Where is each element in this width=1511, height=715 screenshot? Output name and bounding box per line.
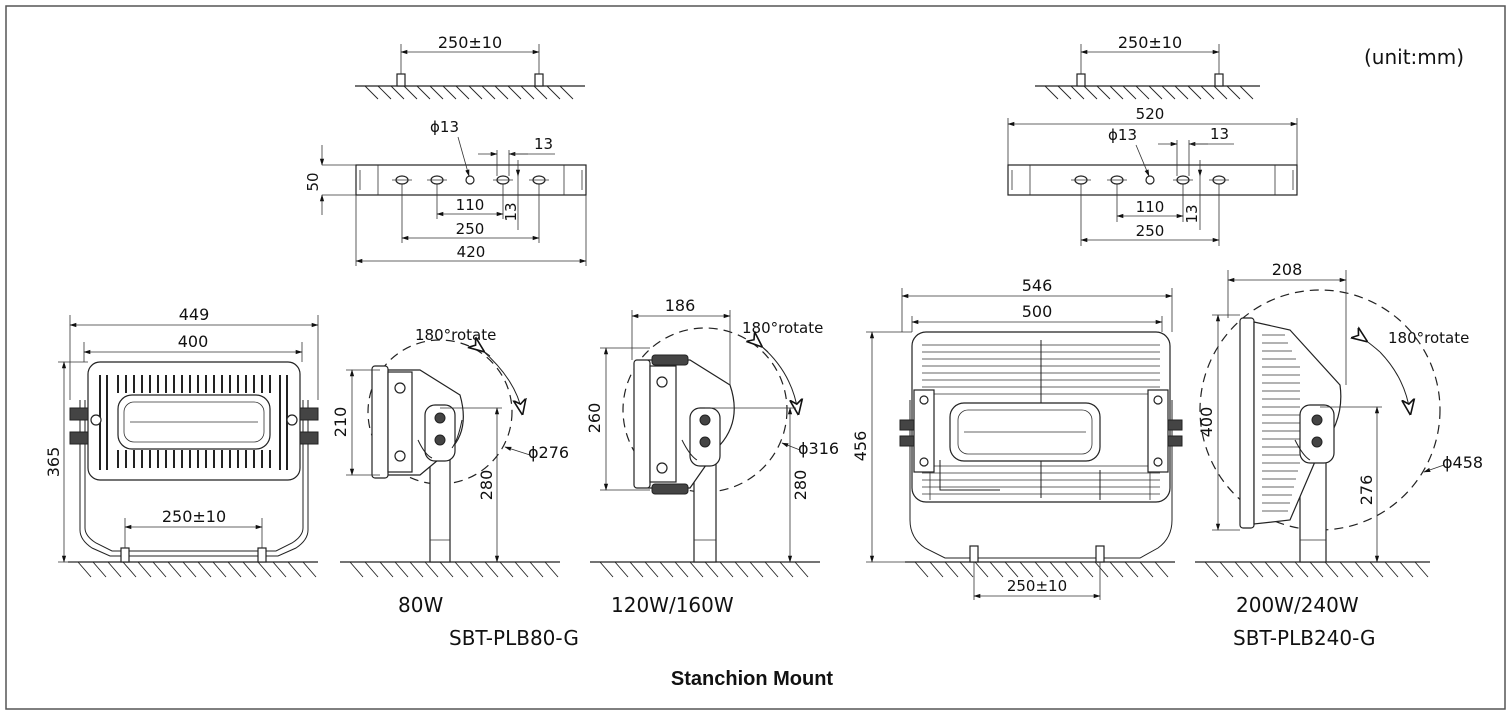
dim-546: 546 xyxy=(1022,276,1053,295)
heatsink-fins-side xyxy=(1262,334,1300,512)
dim-110: 110 xyxy=(456,196,485,214)
side-view-120w: 186 180°rotate 260 280 ϕ316 xyxy=(585,296,839,578)
u-bracket xyxy=(909,400,1173,559)
rotate-label: 180°rotate xyxy=(415,326,496,344)
rotate-arrow-icon xyxy=(481,349,522,412)
dim-diameter: ϕ458 xyxy=(1442,453,1483,472)
dim-bolt-spacing: 250±10 xyxy=(1118,33,1182,52)
dim-250: 250 xyxy=(1136,222,1165,240)
dim-280: 280 xyxy=(791,470,810,501)
drawing-frame xyxy=(5,5,1506,710)
bracket-large-view: 250±10 520 ϕ13 13 13 xyxy=(1007,33,1298,246)
rotate-label: 180°rotate xyxy=(1388,329,1469,347)
dim-slot-vertical: 13 xyxy=(502,202,520,221)
front-view-240w: 546 500 456 250±10 xyxy=(851,276,1183,600)
dim-body: 400 xyxy=(178,332,209,351)
dim-186: 186 xyxy=(665,296,696,315)
rotate-arrow-icon xyxy=(1379,351,1410,412)
rotate-label: 180°rotate xyxy=(742,319,823,337)
dim-110: 110 xyxy=(1136,198,1165,216)
bracket-small-view: 250±10 ϕ13 13 50 xyxy=(304,33,587,266)
label-120w-160w: 120W/160W xyxy=(611,593,734,617)
bracket-holes xyxy=(392,175,549,185)
dim-400: 400 xyxy=(1197,407,1216,438)
dim-280: 280 xyxy=(477,470,496,501)
caption-stanchion-mount: Stanchion Mount xyxy=(671,668,834,690)
fins-80 xyxy=(99,375,288,470)
dim-slot: 13 xyxy=(534,135,553,153)
dim-bolt: 250±10 xyxy=(1007,577,1067,595)
dim-height: 50 xyxy=(304,172,322,191)
unit-note: (unit:mm) xyxy=(1364,45,1464,69)
dim-diameter: ϕ276 xyxy=(528,443,569,462)
dim-260: 260 xyxy=(585,403,604,434)
front-view-80w: 449 400 365 250±10 xyxy=(44,305,319,578)
dim-height: 365 xyxy=(44,447,63,478)
ceiling-hatch-large xyxy=(1044,85,1254,100)
dim-hole: ϕ13 xyxy=(430,118,459,136)
model-plb240: SBT-PLB240-G xyxy=(1233,626,1376,650)
dim-500: 500 xyxy=(1022,302,1053,321)
bolt xyxy=(396,73,406,87)
dim-520: 520 xyxy=(1136,105,1165,123)
dim-420: 420 xyxy=(457,243,486,261)
dim-slot: 13 xyxy=(1210,125,1229,143)
bracket-bar-large xyxy=(1007,164,1298,196)
bracket-holes-large xyxy=(1071,175,1229,185)
dim-slot-vertical: 13 xyxy=(1183,204,1201,223)
u-bracket xyxy=(79,400,309,557)
dim-456: 456 xyxy=(851,431,870,462)
ceiling-hatch-small xyxy=(364,85,574,100)
dim-208: 208 xyxy=(1272,260,1303,279)
bolt xyxy=(534,73,544,87)
side-view-80w: 180°rotate 210 280 ϕ276 xyxy=(331,326,569,578)
dim-hole: ϕ13 xyxy=(1108,126,1137,144)
dim-210: 210 xyxy=(331,407,350,438)
side-view-240w: 208 180°rotate 400 276 ϕ458 xyxy=(1195,260,1483,578)
label-80w: 80W xyxy=(398,593,443,617)
label-200w-240w: 200W/240W xyxy=(1236,593,1359,617)
dim-bolt: 250±10 xyxy=(162,507,226,526)
dim-width: 449 xyxy=(179,305,210,324)
dim-bolt-spacing: 250±10 xyxy=(438,33,502,52)
dim-250: 250 xyxy=(456,220,485,238)
model-plb80: SBT-PLB80-G xyxy=(449,626,579,650)
dim-diameter: ϕ316 xyxy=(798,439,839,458)
dim-276: 276 xyxy=(1357,475,1376,506)
